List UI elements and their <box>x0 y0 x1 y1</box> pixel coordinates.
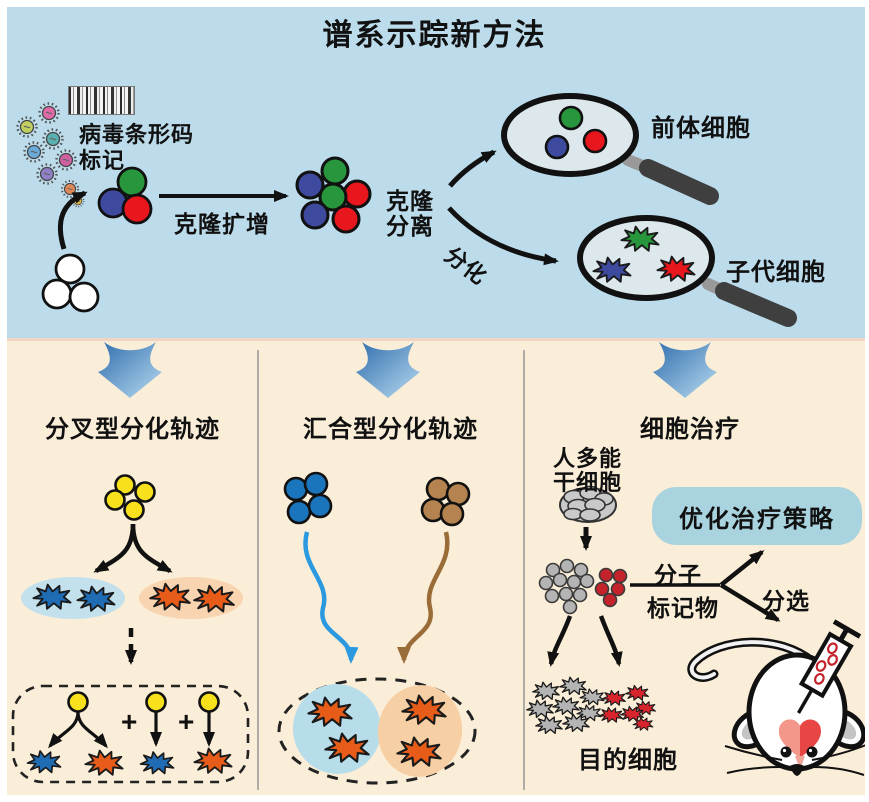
frame-top <box>0 0 869 7</box>
clonal-separation-label-line1: 克隆 <box>386 188 434 214</box>
bifurcation-arrow-right <box>130 523 173 573</box>
syringe-icon <box>796 619 862 714</box>
stem-cell-label-line2: 干细胞 <box>553 470 623 495</box>
plus-sign-2: + <box>178 706 195 737</box>
stem-cell-label-line1: 人多能 <box>553 446 623 471</box>
clonal-separation-label-line2: 分离 <box>386 213 434 239</box>
sorting-label: 分选 <box>762 588 810 614</box>
molecular-marker-line2: 标记物 <box>647 595 719 621</box>
virus-barcode-label-line1: 病毒条形码 <box>79 122 195 147</box>
top-section-background <box>0 0 869 338</box>
section-arrow-middle <box>356 342 420 398</box>
to-red-target-arrow <box>598 615 623 667</box>
expanded-clone-cluster <box>295 156 372 234</box>
frame-left <box>0 0 7 802</box>
column-right-title: 细胞治疗 <box>640 416 740 443</box>
brown-trajectory-arrow <box>397 531 450 664</box>
differentiation-arrow <box>447 206 559 266</box>
section-arrow-right <box>653 342 717 398</box>
frame-bottom <box>0 795 869 802</box>
to-precursor-arrow <box>448 149 497 188</box>
virus-particles-icon <box>16 102 85 208</box>
barcode-icon <box>68 86 135 115</box>
clone-composition-box <box>11 684 250 784</box>
red-cell-cluster <box>594 567 628 608</box>
progeny-magnifier <box>577 215 797 327</box>
to-strategy-arrow <box>719 550 765 587</box>
yellow-progenitor-cluster <box>104 474 156 521</box>
blue-origin-cluster <box>283 471 333 525</box>
orange-fate-ellipse <box>139 577 243 619</box>
section-arrow-left <box>98 342 162 398</box>
blue-trajectory-arrow <box>303 531 359 664</box>
red-target-cells <box>599 684 657 731</box>
converged-population <box>277 677 477 785</box>
labeling-arrow <box>57 190 88 250</box>
plus-sign-1: + <box>121 706 138 737</box>
gray-cell-cluster <box>538 558 595 615</box>
to-mouse-arrow <box>719 583 781 622</box>
brown-origin-cluster <box>420 476 471 527</box>
gray-target-cells <box>526 676 605 735</box>
strategy-box: 优化治疗策略 <box>652 487 862 545</box>
virus-barcode-label-line2: 标记 <box>79 148 126 173</box>
figure-title: 谱系示踪新方法 <box>322 19 547 52</box>
precursor-cells-label: 前体细胞 <box>651 115 751 142</box>
target-cells-label: 目的细胞 <box>578 747 678 774</box>
unlabeled-cells <box>41 253 100 313</box>
molecular-marker-line1: 分子 <box>654 562 702 588</box>
bifurcation-arrow-left <box>93 523 136 573</box>
clonal-expansion-label: 克隆扩增 <box>174 211 270 237</box>
column-middle-title: 汇合型分化轨迹 <box>303 416 478 443</box>
mouse-illustration <box>687 619 867 776</box>
clone-composition-content <box>26 691 233 776</box>
stem-cell-colony <box>559 485 617 523</box>
blue-fate-ellipse <box>21 577 125 619</box>
section-separator <box>0 338 869 341</box>
frame-right <box>865 0 869 802</box>
to-gray-target-arrow <box>547 615 573 667</box>
column-left-title: 分叉型分化轨迹 <box>45 416 220 443</box>
progeny-cells-label: 子代细胞 <box>726 259 826 286</box>
precursor-magnifier <box>501 93 719 205</box>
labeled-cell-trio <box>97 166 153 225</box>
